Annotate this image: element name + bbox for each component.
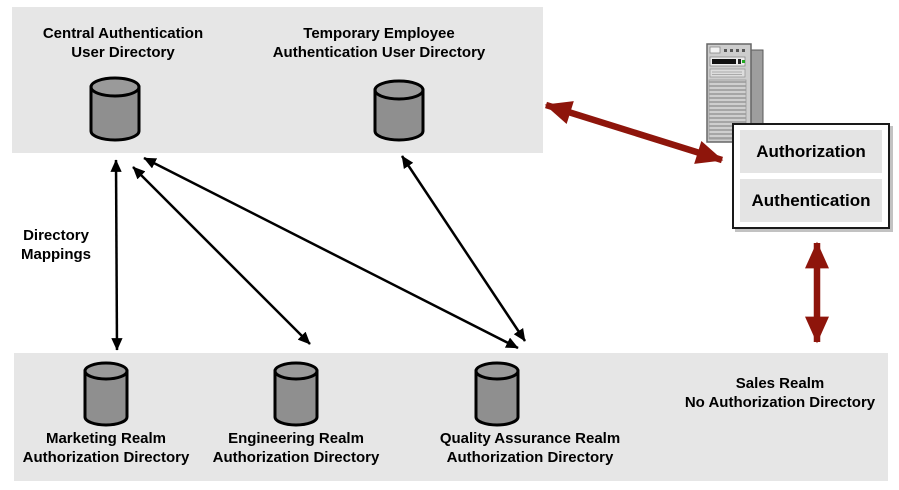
authorization-directories-band (14, 353, 888, 481)
server-services-panel: Authorization Authentication (732, 123, 890, 229)
central-directory-label-line1: Central Authentication (42, 25, 204, 42)
sales-realm-label-line1: Sales Realm (735, 375, 825, 392)
qa-directory-label-line2: Authorization Directory (446, 449, 614, 466)
mapping-arrow-central-engineering (132, 166, 311, 345)
mapping-arrow-central-qa (143, 156, 519, 350)
engineering-directory-label-line1: Engineering Realm (228, 430, 364, 447)
marketing-directory-label-line2: Authorization Directory (22, 449, 190, 466)
mapping-arrow-temporary-qa (400, 155, 527, 342)
authentication-service-row: Authentication (740, 179, 882, 222)
sales-realm-label-line2: No Authorization Directory (684, 394, 876, 411)
marketing-directory-label-line1: Marketing Realm (45, 430, 167, 447)
temporary-directory-label-line1: Temporary Employee (303, 25, 455, 42)
server-authentication-band-arrow (544, 101, 724, 164)
sales-realm-label: Sales Realm No Authorization Directory (685, 374, 875, 412)
directory-mappings-annotation: Directory Mappings (21, 226, 91, 264)
qa-directory-label-line1: Quality Assurance Realm (439, 430, 621, 447)
authorization-service-row: Authorization (740, 130, 882, 173)
directory-mappings-annotation-line1: Directory (23, 227, 89, 244)
qa-directory-label: Quality Assurance Realm Authorization Di… (440, 429, 620, 467)
engineering-directory-label: Engineering Realm Authorization Director… (213, 429, 380, 467)
directory-mappings-annotation-line2: Mappings (21, 246, 91, 263)
central-directory-label: Central Authentication User Directory (43, 24, 203, 62)
directory-mapping-arrows (110, 155, 527, 351)
temporary-directory-label-line2: Authentication User Directory (272, 44, 486, 61)
marketing-directory-label: Marketing Realm Authorization Directory (23, 429, 190, 467)
engineering-directory-label-line2: Authorization Directory (212, 449, 380, 466)
temporary-directory-label: Temporary Employee Authentication User D… (273, 24, 486, 62)
mapping-arrow-central-marketing (110, 159, 123, 351)
central-directory-label-line2: User Directory (71, 44, 175, 61)
